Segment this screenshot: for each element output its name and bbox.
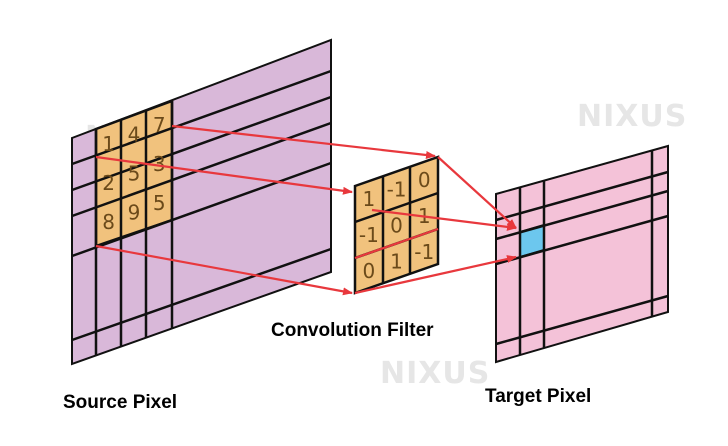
arrow-source-bottom-left [95,244,353,296]
arrow-filter-bottom [354,255,517,295]
convolution-filter-label: Convolution Filter [271,320,434,341]
source-kernel-cell: 7 [153,113,166,137]
watermark-bottom: NIXUS [380,356,490,391]
source-kernel-cell: 8 [102,210,115,234]
arrow-filter-top [437,156,517,229]
arrow-source-top-left [95,155,353,195]
filter-cell: 0 [362,259,375,283]
source-kernel-cell: 1 [102,132,115,156]
target-pixel-label: Target Pixel [485,386,591,407]
filter-cell: 0 [418,168,431,192]
filter-cell: 0 [390,213,403,237]
mapping-arrows [95,124,517,296]
source-kernel-cell: 9 [128,201,141,225]
source-kernel-region [96,101,172,246]
source-kernel-cell: 4 [128,123,141,147]
arrow-filter-mid [371,208,517,231]
filter-cell: -1 [414,240,434,264]
source-kernel-cell: 2 [102,171,115,195]
source-kernel-cell: 3 [153,152,166,176]
filter-red-line [354,227,439,260]
watermark-right: NIXUS [577,99,687,134]
filter-cell: -1 [359,223,379,247]
source-kernel-cell: 5 [153,191,166,215]
source-pixel-label: Source Pixel [63,392,177,413]
filter-cell: 1 [390,249,403,273]
source-kernel-cell: 5 [128,162,141,186]
target-plane [495,144,669,364]
arrow-source-top-right [171,124,436,159]
filter-cell: -1 [387,177,407,201]
filter-cell: 1 [362,187,375,211]
